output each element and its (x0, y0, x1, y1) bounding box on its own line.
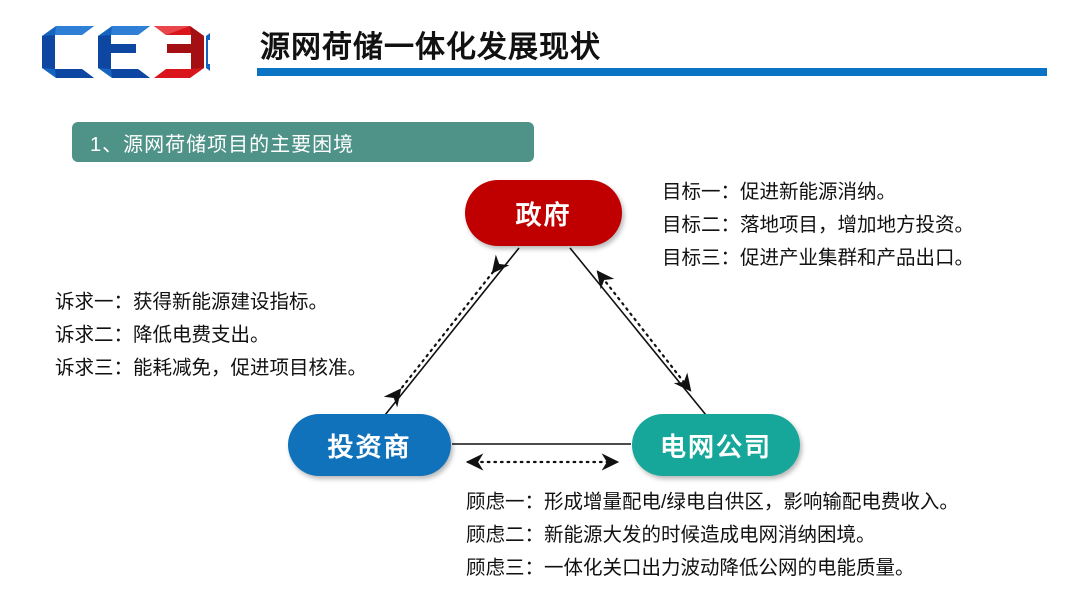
section-header-label: 1、源网荷储项目的主要困境 (90, 133, 355, 156)
page-title: 源网荷储一体化发展现状 (260, 31, 601, 64)
diagram-node-investor-label: 投资商 (327, 431, 412, 462)
diagram-node-grid-company[interactable]: 电网公司 (632, 414, 800, 476)
connector-gov-grid-dotted (596, 270, 692, 392)
connector-gov-investor-solid (384, 247, 520, 416)
goals-text-block: 目标一：促进新能源消纳。 目标二：落地项目，增加地方投资。 目标三：促进产业集群… (662, 176, 974, 275)
concern-line: 顾虑三：一体化关口出力波动降低公网的电能质量。 (466, 557, 915, 579)
goal-line: 目标三：促进产业集群和产品出口。 (662, 247, 975, 269)
goal-line: 目标二：落地项目，增加地方投资。 (662, 214, 975, 236)
diagram-node-grid-company-label: 电网公司 (659, 431, 772, 462)
appeal-line: 诉求三：能耗减免，促进项目核准。 (55, 357, 368, 379)
header-divider (257, 68, 1047, 76)
connector-gov-investor-dotted (383, 254, 510, 408)
diagram-node-investor[interactable]: 投资商 (288, 414, 451, 476)
appeals-text-block: 诉求一：获得新能源建设指标。 诉求二：降低电费支出。 诉求三：能耗减免，促进项目… (55, 286, 367, 385)
concerns-text-block: 顾虑一：形成增量配电/绿电自供区，影响输配电费收入。 顾虑二：新能源大发的时候造… (466, 486, 959, 585)
goal-line: 目标一：促进新能源消纳。 (662, 181, 897, 203)
section-header-bar: 1、源网荷储项目的主要困境 (72, 122, 534, 162)
concern-line: 顾虑一：形成增量配电/绿电自供区，影响输配电费收入。 (466, 491, 959, 513)
connector-gov-grid-solid (569, 247, 707, 416)
diagram-node-government[interactable]: 政府 (465, 180, 622, 246)
diagram-node-government-label: 政府 (515, 199, 572, 230)
ceec-logo (38, 26, 210, 78)
appeal-line: 诉求二：降低电费支出。 (55, 324, 270, 346)
appeal-line: 诉求一：获得新能源建设指标。 (55, 291, 329, 313)
concern-line: 顾虑二：新能源大发的时候造成电网消纳困境。 (466, 524, 876, 546)
